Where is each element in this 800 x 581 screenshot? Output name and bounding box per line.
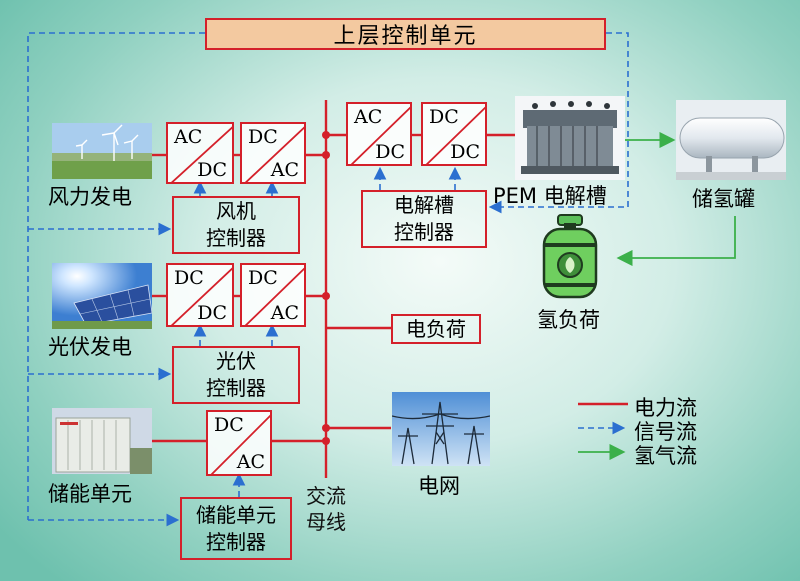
wind-turbine-icon bbox=[52, 123, 152, 179]
pv-controller-label: 光伏控制器 bbox=[206, 349, 266, 400]
storage-converter-1: DC AC bbox=[206, 410, 272, 476]
wind-controller-label: 风机控制器 bbox=[206, 199, 266, 250]
bus-junctions bbox=[322, 131, 330, 445]
wind-controller-box: 风机控制器 bbox=[172, 196, 300, 254]
storage-label: 储能单元 bbox=[48, 482, 132, 506]
battery-container-icon bbox=[52, 408, 152, 474]
legend-power-label: 电力流 bbox=[634, 396, 697, 420]
pv-converter-1: DC DC bbox=[166, 263, 234, 327]
grid-label: 电网 bbox=[418, 474, 460, 498]
gas-cylinder-icon bbox=[538, 213, 602, 303]
storage-controller-box: 储能单元控制器 bbox=[180, 497, 292, 560]
wind-converter-2: DC AC bbox=[240, 122, 306, 184]
ac-bus-label: 交流母线 bbox=[306, 484, 346, 534]
power-tower-icon bbox=[392, 392, 490, 466]
wind-label: 风力发电 bbox=[48, 185, 132, 209]
legend-lines bbox=[578, 402, 628, 461]
electrolyzer-icon bbox=[515, 96, 625, 180]
electrolyzer-converter-1: AC DC bbox=[346, 102, 412, 166]
electrolyzer-controller-box: 电解槽控制器 bbox=[361, 190, 487, 248]
legend-signal-label: 信号流 bbox=[634, 420, 697, 444]
hydrogen-lines bbox=[616, 131, 736, 267]
h2-load-label: 氢负荷 bbox=[537, 308, 600, 332]
elec-load-label: 电负荷 bbox=[406, 316, 466, 341]
electrolyzer-controller-label: 电解槽控制器 bbox=[394, 193, 454, 244]
top-controller-box: 上层控制单元 bbox=[205, 18, 606, 50]
pv-converter-2: DC AC bbox=[240, 263, 306, 327]
signal-trunk-left bbox=[27, 32, 205, 520]
signal-lines bbox=[27, 32, 629, 527]
storage-controller-label: 储能单元控制器 bbox=[196, 502, 276, 554]
h2-tank-label: 储氢罐 bbox=[692, 187, 755, 211]
electrolyzer-label: PEM 电解槽 bbox=[493, 184, 607, 208]
signal-to-electrolyzer-ctrl bbox=[488, 32, 629, 214]
solar-panel-icon bbox=[52, 263, 152, 329]
pv-label: 光伏发电 bbox=[48, 335, 132, 359]
hydrogen-tank-icon bbox=[676, 100, 786, 180]
h2-tank-to-load bbox=[616, 216, 736, 267]
legend-hydrogen-label: 氢气流 bbox=[634, 444, 697, 468]
top-controller-title: 上层控制单元 bbox=[333, 24, 478, 49]
pv-controller-box: 光伏控制器 bbox=[172, 346, 300, 404]
electrolyzer-converter-2: DC DC bbox=[421, 102, 487, 166]
elec-load-box: 电负荷 bbox=[391, 314, 481, 344]
wind-converter-1: AC DC bbox=[166, 122, 234, 184]
